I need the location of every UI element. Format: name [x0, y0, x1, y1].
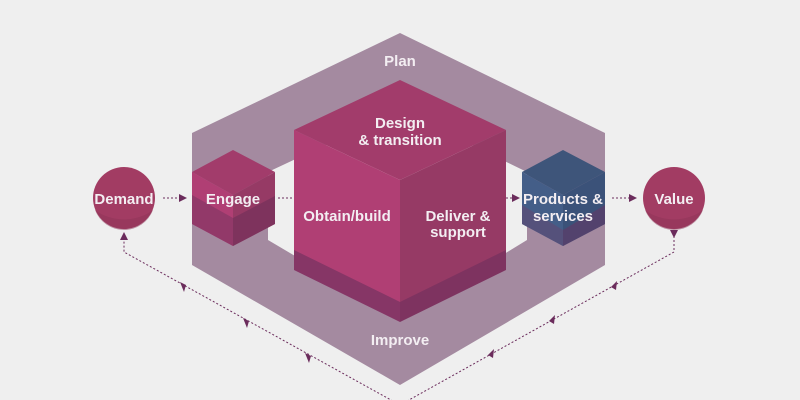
engage-cube[interactable]	[192, 150, 275, 246]
design-transition-label-2: & transition	[358, 132, 441, 149]
design-transition-label-1: Design	[375, 115, 425, 132]
value-node[interactable]	[643, 167, 705, 231]
plan-label: Plan	[384, 53, 416, 70]
plan-improve-frame	[192, 33, 605, 385]
products-services-label-1: Products &	[523, 191, 603, 208]
feedback-loop-left	[120, 232, 393, 400]
obtain-build-label: Obtain/build	[303, 208, 391, 225]
engage-label: Engage	[206, 191, 260, 208]
deliver-support-label-2: support	[430, 224, 486, 241]
central-cube	[294, 80, 506, 322]
value-label: Value	[654, 191, 693, 208]
products-services-cube[interactable]	[522, 150, 605, 246]
demand-label: Demand	[94, 191, 153, 208]
deliver-support-label-1: Deliver &	[425, 208, 490, 225]
feedback-arrowheads	[180, 281, 617, 363]
improve-label: Improve	[371, 332, 429, 349]
demand-node[interactable]	[93, 167, 155, 231]
products-services-label-2: services	[533, 208, 593, 225]
